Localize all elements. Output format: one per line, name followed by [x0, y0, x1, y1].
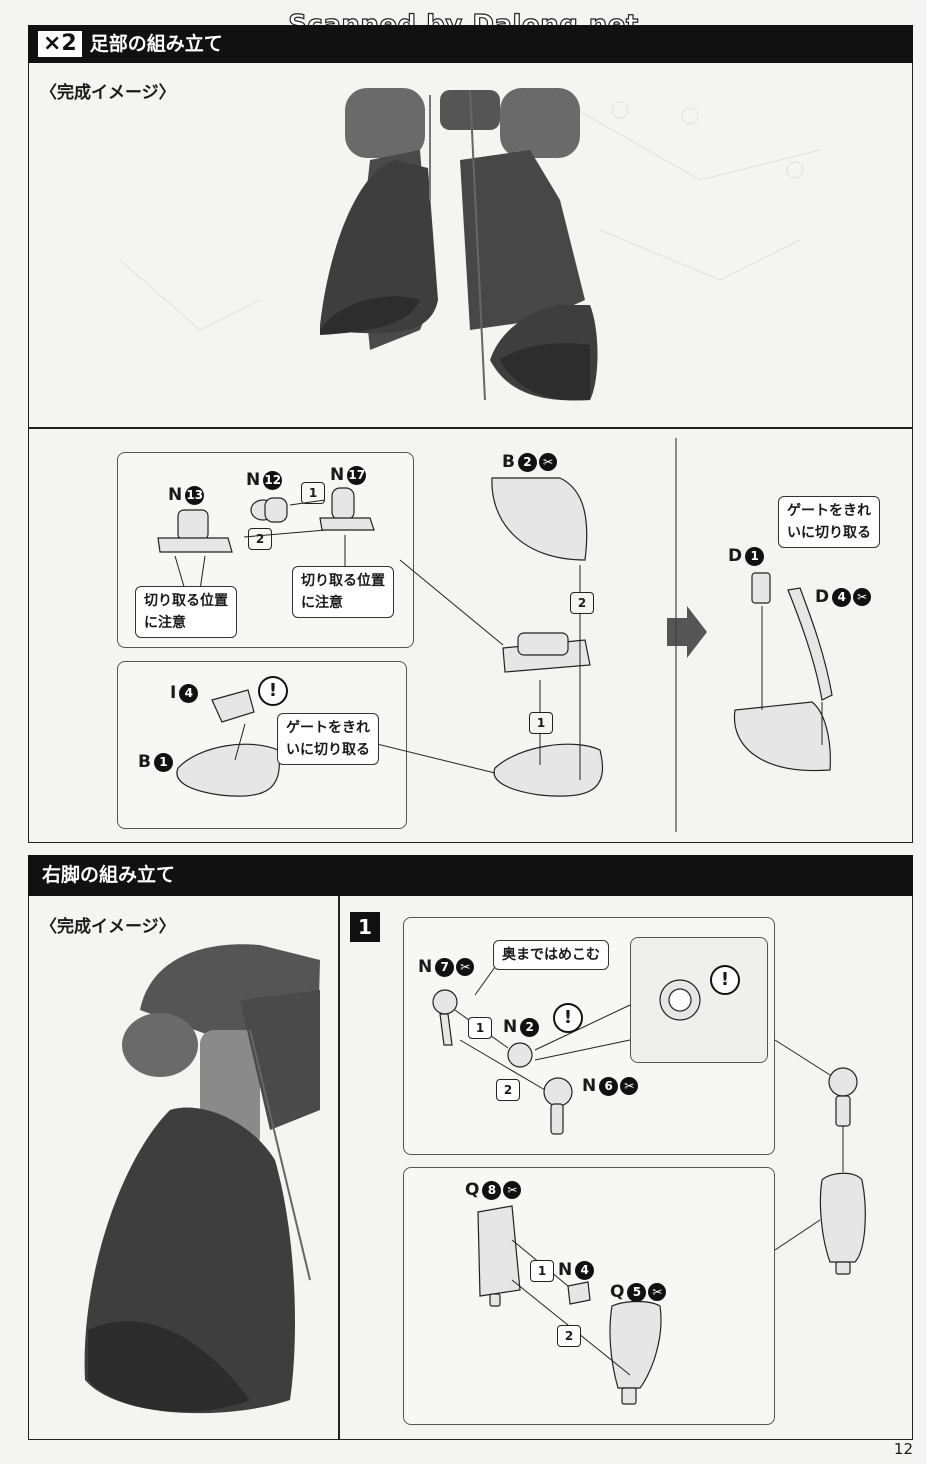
note-cut-position-2: 切り取る位置に注意 [292, 566, 394, 618]
warning-icon: ! [710, 965, 740, 995]
section-leg-header: 右脚の組み立て [28, 855, 913, 896]
step-marker: 2 [570, 592, 594, 614]
step-marker: 1 [529, 712, 553, 734]
count-tag: ×2 [36, 29, 84, 59]
step-number: 1 [350, 912, 380, 942]
cut-icon: ✂ [620, 1077, 639, 1095]
step-marker: 2 [248, 528, 272, 550]
step-marker: 2 [496, 1079, 520, 1101]
detail-box [630, 937, 768, 1063]
warning-icon: ! [553, 1003, 583, 1033]
section-divider [28, 427, 913, 429]
cut-icon: ✂ [538, 453, 557, 471]
image-label: 〈完成イメージ〉 [40, 83, 176, 103]
step-marker: 2 [557, 1325, 581, 1347]
cut-icon: ✂ [853, 588, 872, 606]
cut-icon: ✂ [456, 958, 475, 976]
note-clean-gate-2: ゲートをきれいに切り取る [778, 496, 880, 548]
section-leg-divider [338, 896, 340, 1440]
cut-icon: ✂ [503, 1181, 522, 1199]
warning-icon: ! [258, 676, 288, 706]
image-label-2: 〈完成イメージ〉 [40, 917, 176, 937]
section-title: 足部の組み立て [89, 33, 223, 55]
subassembly-box-d [403, 1167, 775, 1425]
note-cut-position-1: 切り取る位置に注意 [135, 586, 237, 638]
step-marker: 1 [468, 1017, 492, 1039]
note-clean-gate-1: ゲートをきれいに切り取る [277, 713, 379, 765]
step-marker: 1 [301, 482, 325, 504]
note-press-fully: 奥まではめこむ [493, 940, 609, 970]
step-marker: 1 [530, 1260, 554, 1282]
cut-icon: ✂ [648, 1283, 667, 1301]
page-number: 12 [893, 1440, 913, 1458]
